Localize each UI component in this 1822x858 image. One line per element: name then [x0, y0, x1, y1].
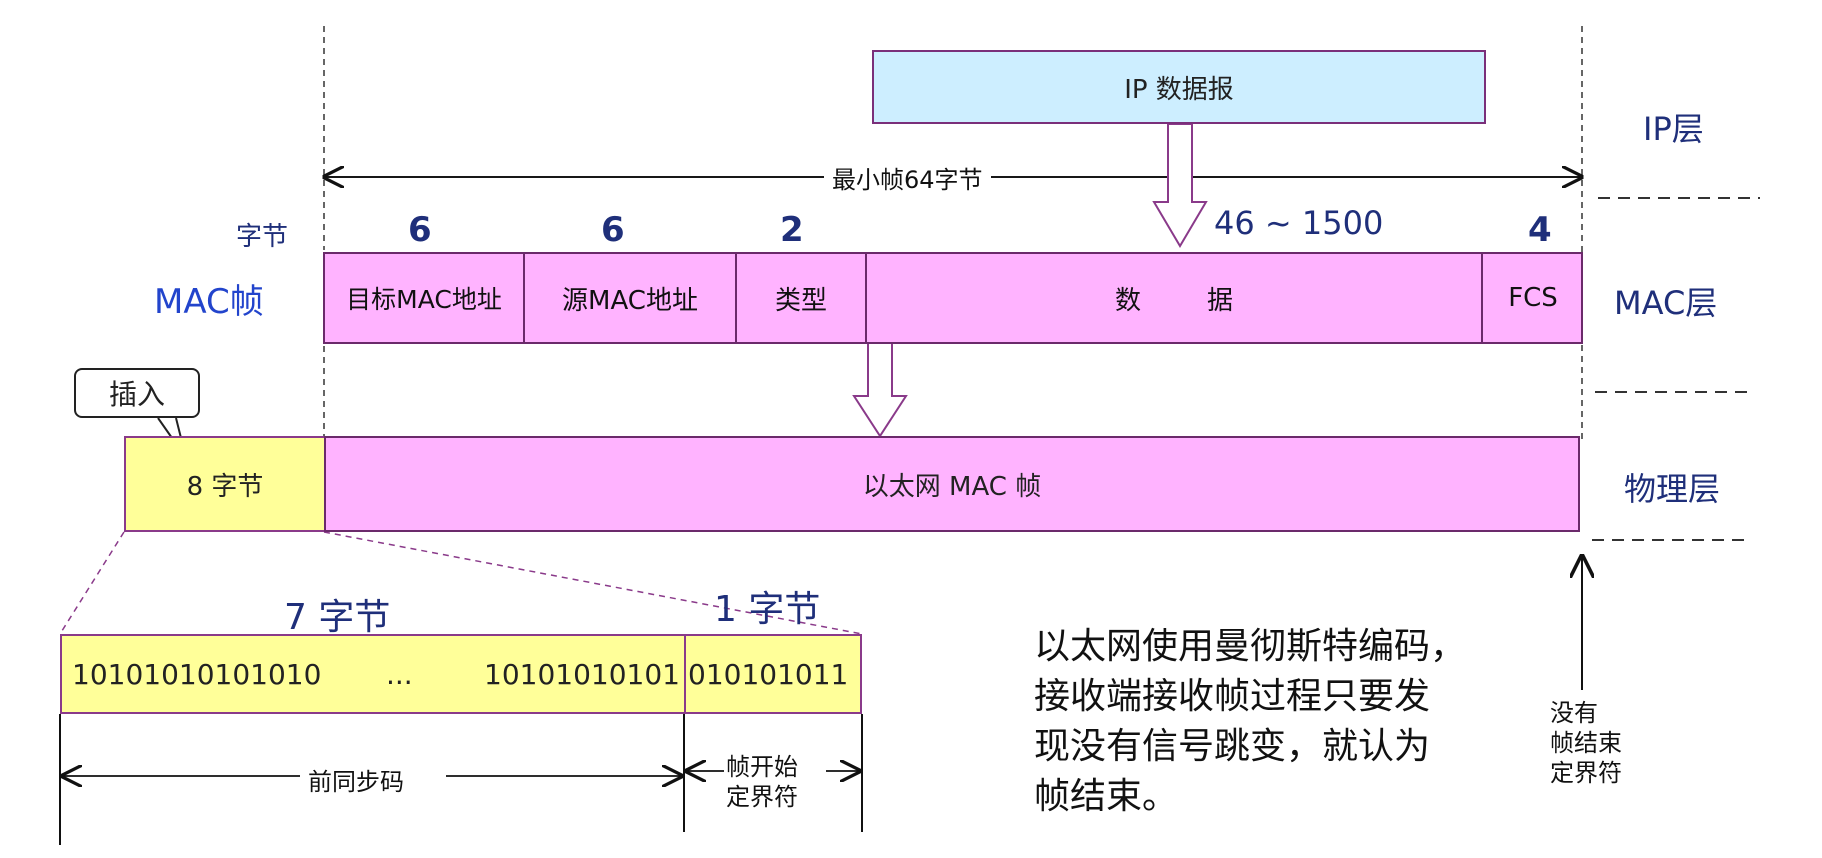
field-type: 类型	[737, 254, 867, 342]
bits-mid: 10101010101	[484, 658, 680, 691]
min-frame-label: 最小帧64字节	[824, 160, 991, 195]
byte-label: 字节	[236, 222, 289, 252]
seven-bytes-label: 7 字节	[284, 597, 391, 638]
bits-left: 10101010101010	[72, 658, 322, 691]
mac-frame-box: 目标MAC地址 源MAC地址 类型 数 据 FCS	[323, 252, 1583, 344]
bit-separator	[684, 636, 686, 714]
phy-layer-label: 物理层	[1624, 470, 1721, 508]
one-byte-label: 1 字节	[714, 589, 821, 630]
mac-frame-label: MAC帧	[154, 282, 264, 322]
field-size: 6	[408, 210, 432, 250]
no-end-delimiter-label: 没有 帧结束 定界符	[1550, 699, 1622, 787]
field-dest-mac: 目标MAC地址	[325, 254, 525, 342]
field-fcs: FCS	[1508, 283, 1558, 313]
insert-callout: 插入	[74, 368, 200, 418]
insert-callout-text: 插入	[108, 378, 165, 411]
ethernet-frame-label: 以太网 MAC 帧	[862, 471, 1042, 502]
field-data: 数 据	[867, 254, 1483, 342]
bits-ellipsis: ...	[386, 658, 413, 691]
preamble-box: 8 字节	[124, 436, 326, 532]
bits-right: 010101011	[688, 658, 849, 691]
mac-layer-label: MAC层	[1614, 284, 1718, 322]
hollow-arrow-down	[852, 341, 908, 438]
manchester-note: 以太网使用曼彻斯特编码， 接收端接收帧过程只要发 现没有信号跳变，就认为 帧结束…	[1034, 626, 1467, 817]
field-size: 2	[780, 210, 804, 250]
bit-sequence-box: 10101010101010 ... 10101010101 010101011	[60, 634, 862, 714]
field-size: 6	[601, 210, 625, 250]
sfd-label: 帧开始 定界符	[726, 752, 798, 812]
preamble-bytes-label: 8 字节	[186, 471, 264, 502]
field-size: 46 ~ 1500	[1214, 204, 1384, 242]
preamble-label: 前同步码	[300, 762, 412, 797]
ip-datagram-label: IP 数据报	[1124, 74, 1234, 105]
field-src-mac: 源MAC地址	[525, 254, 737, 342]
ip-datagram-box: IP 数据报	[872, 50, 1486, 124]
ethernet-frame-box: 以太网 MAC 帧	[324, 436, 1580, 532]
field-size: 4	[1528, 210, 1552, 250]
hollow-arrow-down	[1152, 123, 1208, 248]
ip-layer-label: IP层	[1643, 110, 1704, 148]
